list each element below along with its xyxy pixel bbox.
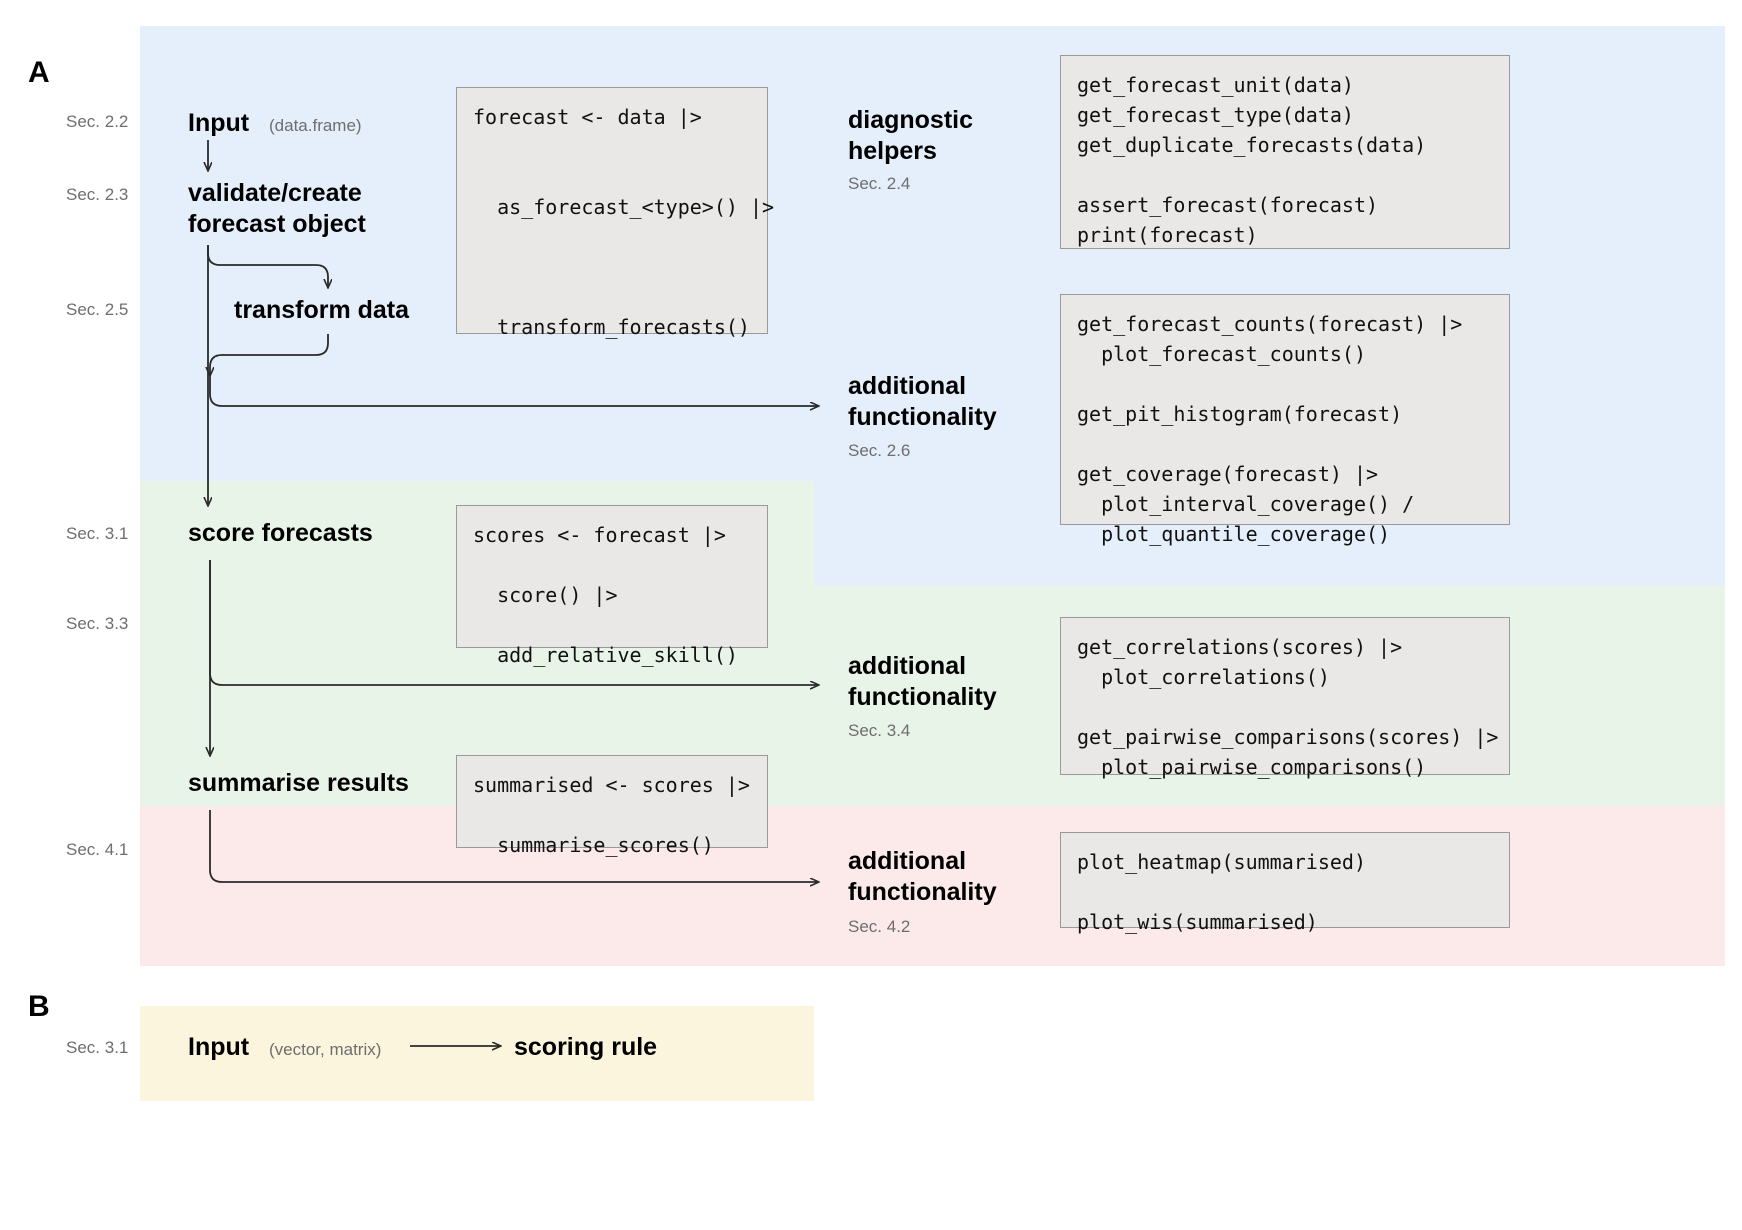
node-score-forecasts: score forecasts (188, 519, 373, 547)
sec-label-2-5: Sec. 2.5 (66, 300, 129, 319)
node-b-scoring-rule: scoring rule (514, 1033, 658, 1061)
band-yellow (140, 1006, 814, 1101)
node-additional-functionality-4-2: additional functionality (848, 847, 997, 906)
node-b-input-subtitle: (vector, matrix) (269, 1040, 382, 1059)
code-box-forecast-pipeline: forecast <- data |> as_forecast_<type>()… (456, 87, 774, 339)
sec-label-b-3-1: Sec. 3.1 (66, 1038, 129, 1057)
code-box-diagnostics: get_forecast_unit(data) get_forecast_typ… (1060, 55, 1510, 249)
panel-letter-b: B (28, 990, 51, 1023)
code-box-additional-2-6: get_forecast_counts(forecast) |> plot_fo… (1060, 294, 1510, 546)
sec-label-3-3: Sec. 3.3 (66, 614, 129, 633)
sec-label-4-1: Sec. 4.1 (66, 840, 129, 859)
node-diagnostic-helpers: diagnostic helpers (848, 106, 974, 165)
code-box-summarise-pipeline: summarised <- scores |> summarise_scores… (456, 755, 768, 857)
additional-functionality-4-2-section: Sec. 4.2 (848, 917, 911, 936)
sec-label-2-3: Sec. 2.3 (66, 185, 129, 204)
additional-functionality-3-4-section: Sec. 3.4 (848, 721, 911, 740)
node-b-input: Input (188, 1033, 250, 1061)
node-additional-functionality-2-6: additional functionality (848, 372, 997, 431)
node-validate-create-forecast-object: validate/create forecast object (188, 179, 366, 238)
node-additional-functionality-3-4: additional functionality (848, 652, 997, 711)
sec-label-3-1: Sec. 3.1 (66, 524, 129, 543)
diagnostic-helpers-section: Sec. 2.4 (848, 174, 911, 193)
code-box-additional-4-2: plot_heatmap(summarised) plot_wis(summar… (1060, 832, 1510, 934)
additional-functionality-2-6-section: Sec. 2.6 (848, 441, 911, 460)
code-box-score-pipeline: scores <- forecast |> score() |> add_rel… (456, 505, 768, 667)
node-input: Input (188, 109, 250, 137)
panel-letter-a: A (28, 56, 51, 89)
node-transform-data: transform data (234, 296, 410, 324)
node-summarise-results: summarise results (188, 769, 409, 797)
code-box-additional-3-4: get_correlations(scores) |> plot_correla… (1060, 617, 1510, 779)
sec-label-2-2: Sec. 2.2 (66, 112, 129, 131)
node-input-subtitle: (data.frame) (269, 116, 362, 135)
